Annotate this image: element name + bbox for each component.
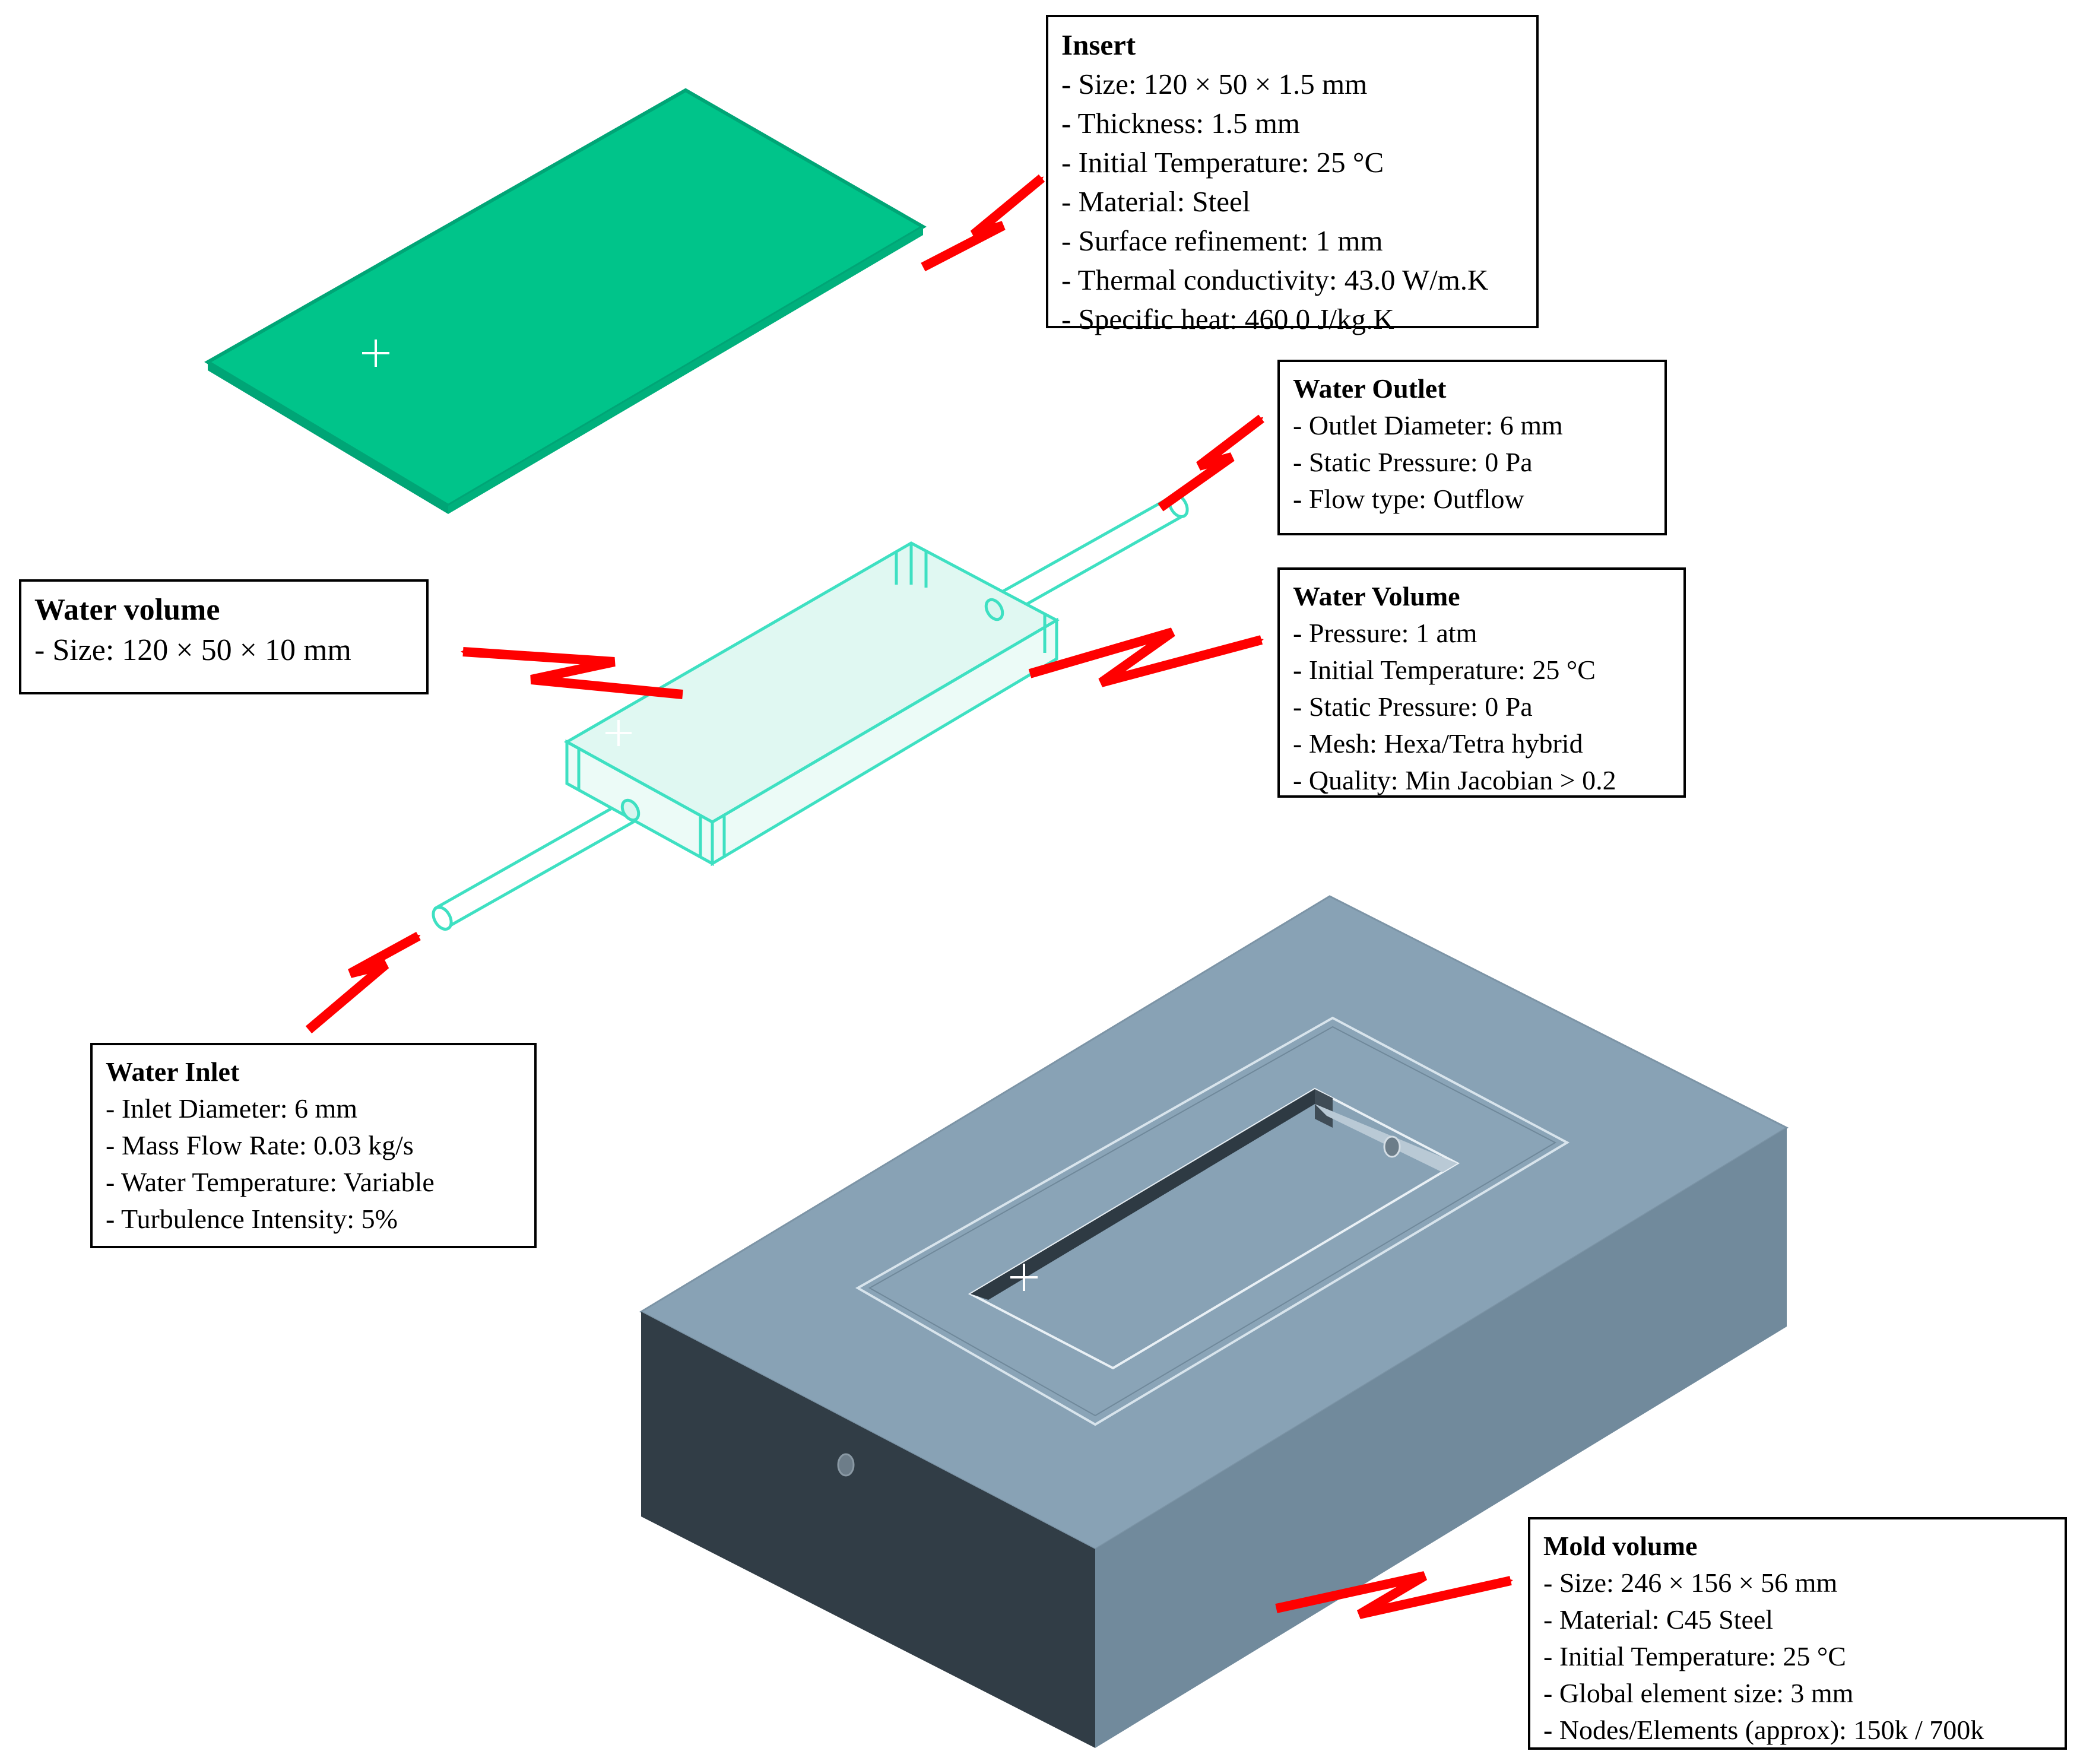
water-volume-right-line: - Quality: Min Jacobian > 0.2 — [1293, 765, 1616, 795]
mold-volume-label-box: Mold volume - Size: 246 × 156 × 56 mm - … — [1528, 1517, 2067, 1750]
insert-line: - Initial Temperature: 25 °C — [1061, 146, 1384, 179]
insert-plate — [204, 88, 927, 514]
water-outlet-line: - Static Pressure: 0 Pa — [1293, 447, 1533, 477]
water-inlet-label-box: Water Inlet - Inlet Diameter: 6 mm - Mas… — [90, 1043, 537, 1248]
water-outlet-label-box: Water Outlet - Outlet Diameter: 6 mm - S… — [1277, 360, 1667, 535]
water-volume-left-title: Water volume — [34, 593, 220, 627]
mold-inlet-hole — [837, 1453, 855, 1477]
water-inlet-line: - Mass Flow Rate: 0.03 kg/s — [106, 1130, 414, 1160]
insert-leader-arrow — [921, 174, 1045, 272]
water-volume-right-label-box: Water Volume - Pressure: 1 atm - Initial… — [1277, 567, 1686, 798]
water-volume-right-line: - Static Pressure: 0 Pa — [1293, 691, 1533, 722]
outlet-leader-arrow — [1158, 414, 1264, 512]
water-outlet-title: Water Outlet — [1293, 373, 1447, 404]
inlet-pipe — [432, 798, 638, 931]
water-inlet-line: - Water Temperature: Variable — [106, 1167, 435, 1197]
water-volume-right-leader-arrow — [1028, 627, 1264, 687]
insert-line: - Thickness: 1.5 mm — [1061, 107, 1300, 139]
water-volume-left-leader-arrow — [461, 647, 683, 699]
insert-line: - Surface refinement: 1 mm — [1061, 224, 1383, 257]
insert-label-box: Insert - Size: 120 × 50 × 1.5 mm - Thick… — [1046, 15, 1539, 335]
water-inlet-line: - Turbulence Intensity: 5% — [106, 1204, 398, 1234]
water-volume-body — [432, 493, 1189, 931]
mold-volume-line: - Global element size: 3 mm — [1543, 1678, 1854, 1708]
mold-volume-title: Mold volume — [1543, 1531, 1698, 1561]
mold-leader-arrow — [1275, 1571, 1513, 1619]
water-volume-right-line: - Pressure: 1 atm — [1293, 618, 1477, 648]
mold-origin-marker — [1010, 1264, 1038, 1291]
water-volume-right-line: - Initial Temperature: 25 °C — [1293, 655, 1596, 685]
mold-volume-line: - Material: C45 Steel — [1543, 1604, 1774, 1635]
mold-block — [639, 895, 1789, 1748]
water-volume-right-title: Water Volume — [1293, 581, 1460, 611]
mold-outlet-hole — [1383, 1135, 1401, 1158]
insert-line: - Material: Steel — [1061, 185, 1251, 218]
water-volume-left-label-box: Water volume - Size: 120 × 50 × 10 mm — [19, 579, 429, 694]
water-volume-left-line: - Size: 120 × 50 × 10 mm — [34, 633, 351, 667]
water-inlet-line: - Inlet Diameter: 6 mm — [106, 1093, 358, 1124]
insert-origin-marker — [362, 340, 389, 367]
insert-line: - Specific heat: 460.0 J/kg.K — [1061, 303, 1394, 335]
insert-title: Insert — [1061, 28, 1136, 61]
mold-volume-line: - Nodes/Elements (approx): 150k / 700k — [1543, 1715, 1984, 1745]
water-outlet-line: - Outlet Diameter: 6 mm — [1293, 410, 1563, 440]
insert-line: - Size: 120 × 50 × 1.5 mm — [1061, 68, 1368, 100]
water-outlet-line: - Flow type: Outflow — [1293, 484, 1524, 514]
mold-volume-line: - Initial Temperature: 25 °C — [1543, 1641, 1846, 1671]
water-volume-right-line: - Mesh: Hexa/Tetra hybrid — [1293, 728, 1583, 759]
mold-volume-line: - Size: 246 × 156 × 56 mm — [1543, 1568, 1838, 1598]
water-inlet-title: Water Inlet — [106, 1057, 240, 1087]
insert-line: - Thermal conductivity: 43.0 W/m.K — [1061, 264, 1489, 296]
water-origin-marker — [605, 720, 632, 746]
inlet-leader-arrow — [305, 931, 421, 1034]
